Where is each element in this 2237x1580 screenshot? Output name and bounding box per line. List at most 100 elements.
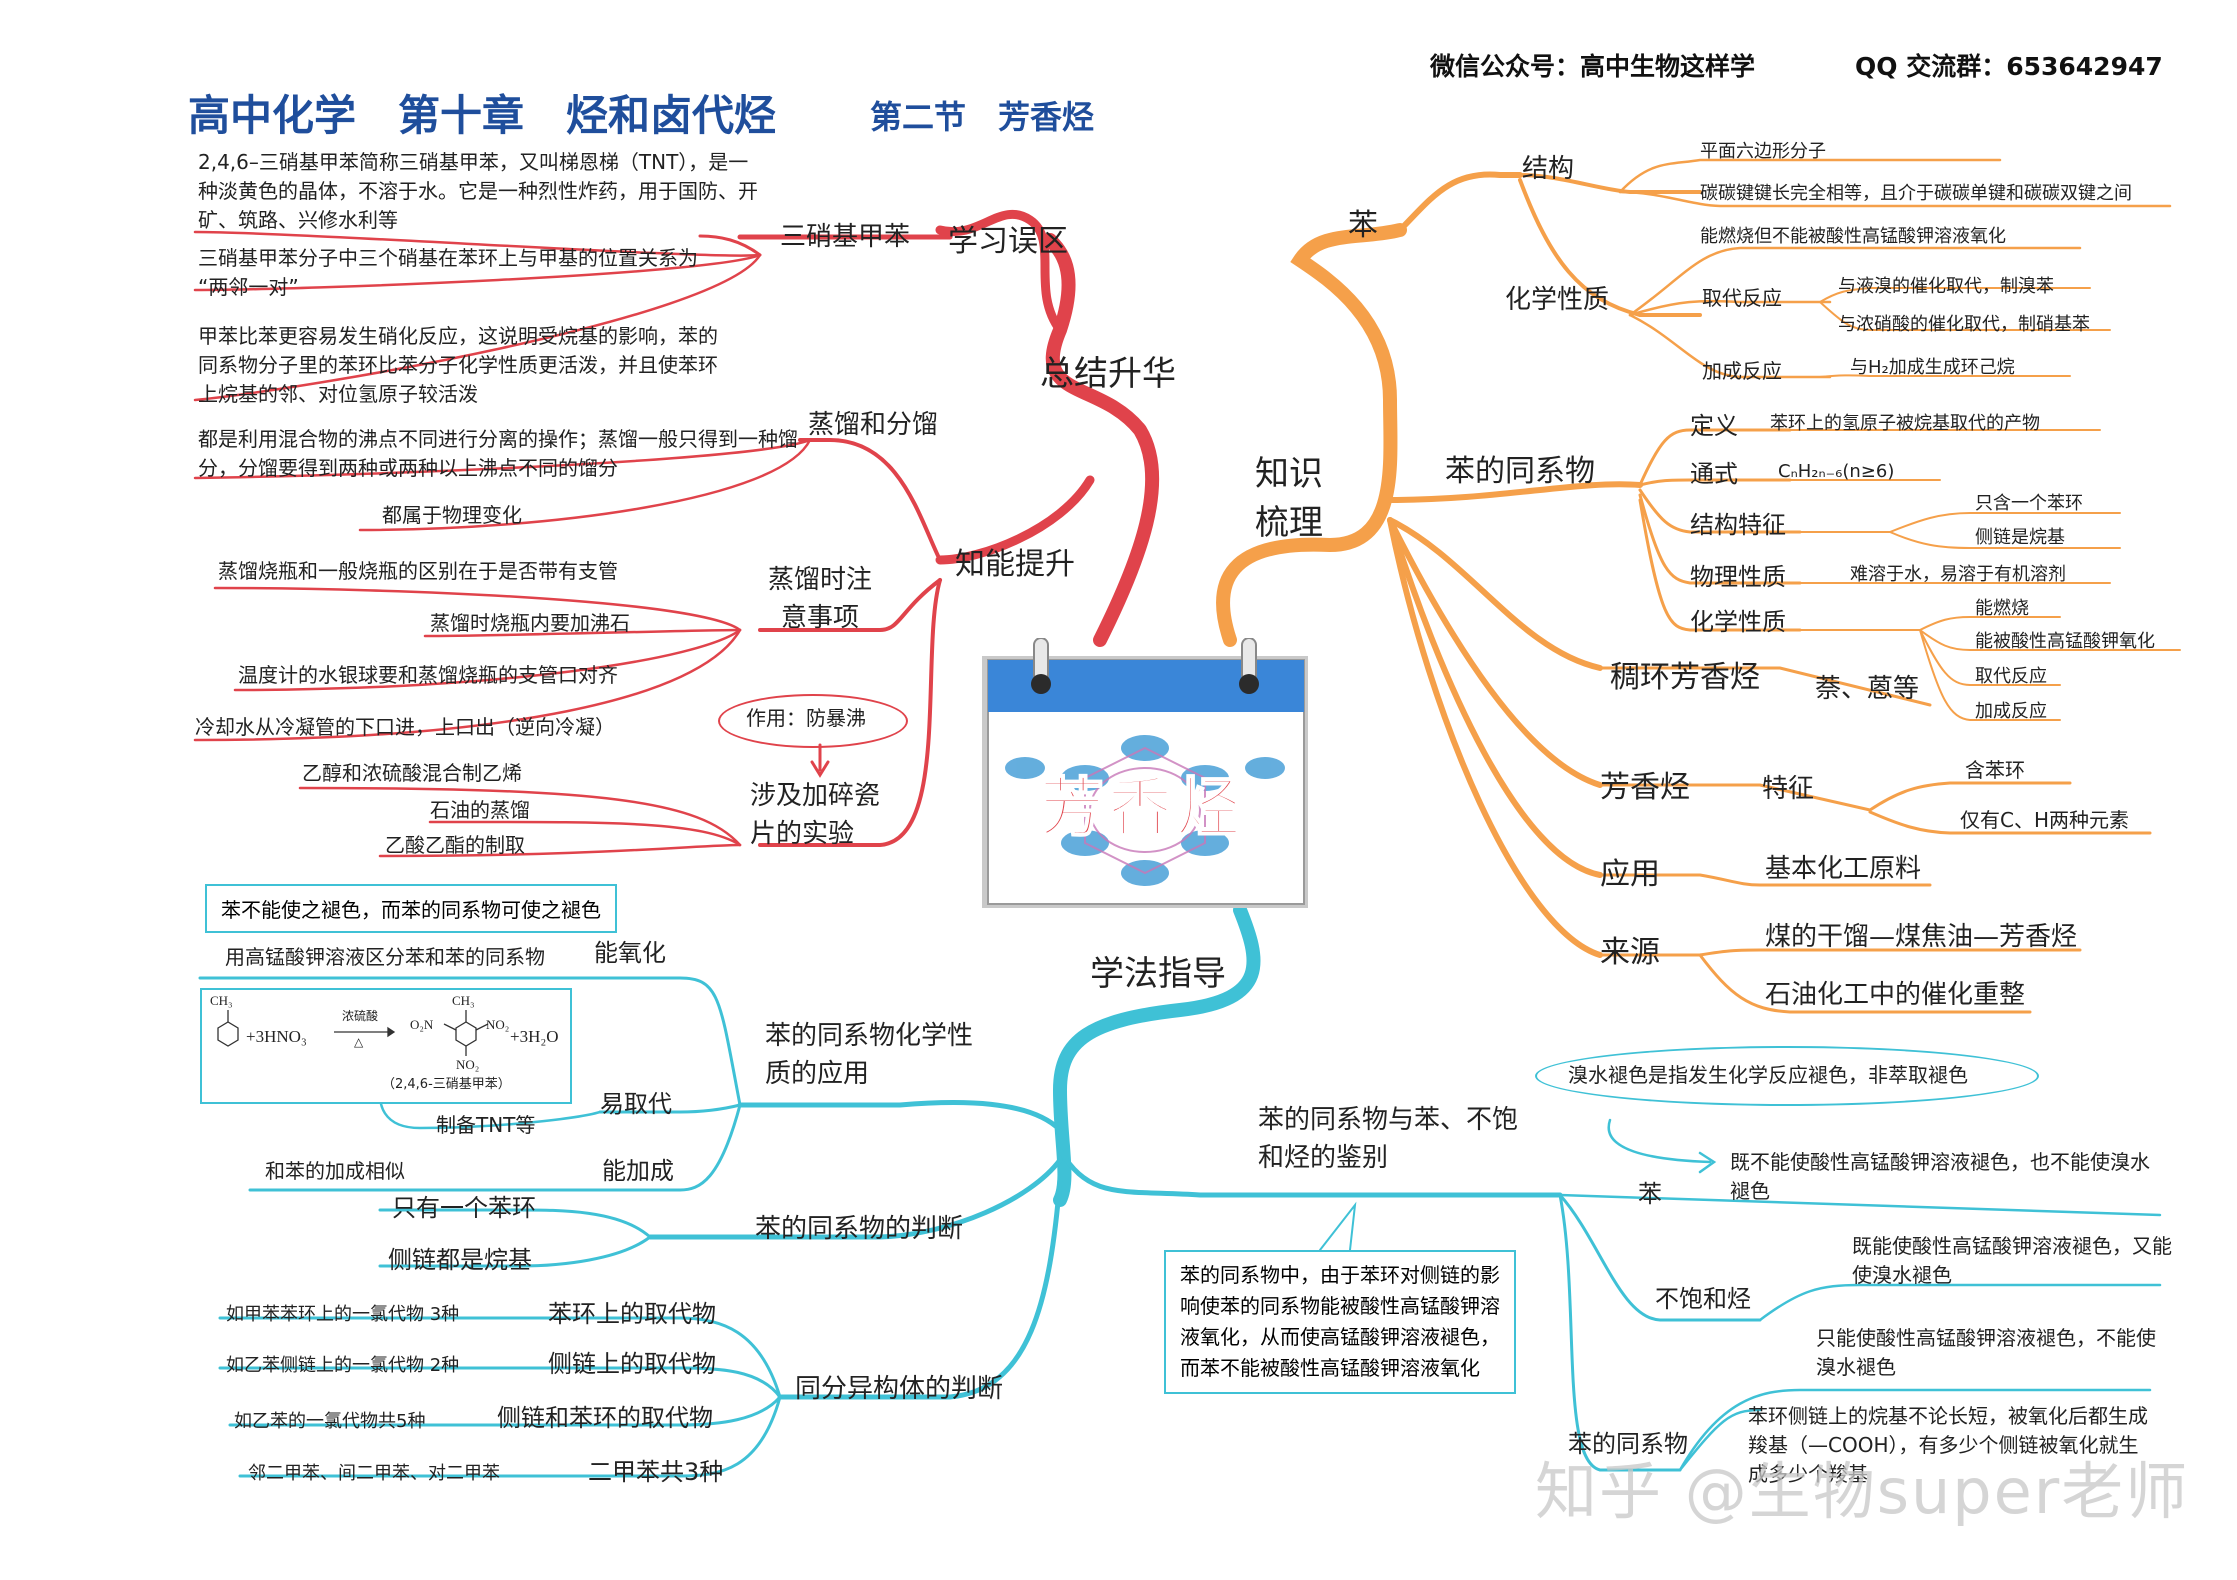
- eq-ch3-left: CH₃: [210, 993, 233, 1008]
- care-note-3: 温度计的水银球要和蒸馏烧瓶的支管口对齐: [238, 663, 618, 687]
- identify-benzene-note: 既不能使酸性高锰酸钾溶液褪色，也不能使溴水褪色: [1730, 1150, 2150, 1203]
- homolog-phys: 难溶于水，易溶于有机溶剂: [1850, 564, 2066, 585]
- homolog-formula: CₙH₂ₙ₋₆(n≥6): [1778, 461, 1895, 482]
- eq-no2-bottom: NO₂: [456, 1057, 480, 1072]
- watermark: 知乎 @生物super老师: [1535, 1455, 2190, 1528]
- node-benzene-structure: 结构: [1522, 154, 1575, 184]
- homolog-chem-2: 能被酸性高锰酸钾氧化: [1975, 631, 2155, 652]
- benzene-sub-1: 与液溴的催化取代，制溴苯: [1838, 276, 2054, 297]
- homolog-chem-3: 取代反应: [1975, 666, 2047, 687]
- eq-cond-top: 浓硫酸: [342, 1009, 379, 1023]
- care-note-2: 蒸馏时烧瓶内要加沸石: [430, 611, 630, 635]
- node-benzene-add: 加成反应: [1702, 359, 1782, 383]
- identify-homolog-note-1: 只能使酸性高锰酸钾溶液褪色，不能使溴水褪色: [1816, 1326, 2156, 1379]
- equation-drawing: [217, 1010, 489, 1056]
- node-chips: 涉及加碎瓷片的实验: [750, 781, 881, 849]
- homolog-chem-label: 化学性质: [1690, 608, 1786, 636]
- node-aromatic: 芳香烃: [1600, 770, 1690, 805]
- homolog-feature-label: 结构特征: [1690, 511, 1786, 539]
- center-title: 芳香烃: [1039, 771, 1244, 847]
- chips-item-3: 乙酸乙酯的制取: [385, 833, 525, 857]
- isomer-4-label: 二甲苯共3种: [588, 1458, 724, 1486]
- aromatic-feature: 特征: [1762, 774, 1815, 804]
- identify-homolog-note-2: 苯环侧链上的烷基不论长短，被氧化后都生成羧基（—COOH），有多少个侧链被氧化就…: [1748, 1404, 2148, 1486]
- node-identify: 苯的同系物与苯、不饱和烃的鉴别: [1258, 1105, 1519, 1173]
- isomer-2-note: 如乙苯侧链上的一氯代物 2种: [226, 1355, 460, 1376]
- node-distill: 蒸馏和分馏: [808, 410, 939, 440]
- eq-cond-bot: △: [354, 1035, 364, 1049]
- distill-note-2: 都属于物理变化: [382, 503, 522, 527]
- node-improve: 知能提升: [955, 547, 1075, 582]
- node-benzene: 苯: [1348, 208, 1378, 243]
- identify-homolog: 苯的同系物: [1568, 1430, 1688, 1458]
- isomer-1-label: 苯环上的取代物: [548, 1300, 716, 1328]
- judge-2: 侧链都是烷基: [388, 1246, 532, 1274]
- node-source: 来源: [1600, 935, 1660, 970]
- node-isomer: 同分异构体的判断: [795, 1374, 1004, 1404]
- wechat-label: 微信公众号：高中生物这样学: [1430, 52, 1756, 81]
- node-benzene-chem: 化学性质: [1505, 285, 1610, 315]
- oxidize-note: 用高锰酸钾溶液区分苯和苯的同系物: [225, 945, 545, 969]
- addition-note: 和苯的加成相似: [265, 1159, 405, 1183]
- benzene-add-1: 与H₂加成生成环己烷: [1850, 357, 2015, 378]
- source-1: 煤的干馏—煤焦油—芳香烃: [1765, 922, 2078, 952]
- care-note-4: 冷却水从冷凝管的下口进，上口出（逆向冷凝）: [195, 715, 615, 739]
- node-app: 苯的同系物化学性质的应用: [765, 1021, 974, 1089]
- qq-group-label: QQ 交流群：653642947: [1855, 52, 2163, 81]
- center-card: 芳香烃: [980, 637, 1310, 910]
- aromatic-feature-1: 含苯环: [1965, 758, 2025, 782]
- node-oxidize: 能氧化: [594, 939, 666, 967]
- eq-rhs: +3H₂O: [510, 1027, 559, 1046]
- node-use: 应用: [1600, 857, 1660, 892]
- calendar-icon: [982, 637, 1308, 908]
- benzene-burn: 能燃烧但不能被酸性高锰酸钾溶液氧化: [1700, 226, 2006, 247]
- homolog-def-label: 定义: [1690, 412, 1738, 440]
- bromine-note: 溴水褪色是指发生化学反应褪色，非萃取褪色: [1568, 1063, 1968, 1087]
- tnt-equation: CH₃ +3HNO₃ 浓硫酸 △ CH₃ O₂N NO₂ NO₂ +3H₂O （…: [200, 988, 572, 1104]
- isomer-4-note: 邻二甲苯、间二甲苯、对二甲苯: [248, 1463, 500, 1484]
- tnt-note-3: 甲苯比苯更容易发生硝化反应，这说明受烷基的影响，苯的同系物分子里的苯环比苯分子化…: [198, 324, 718, 406]
- use-value: 基本化工原料: [1765, 854, 1922, 884]
- homolog-feature-1: 只含一个苯环: [1975, 493, 2083, 514]
- isomer-1-note: 如甲苯苯环上的一氯代物 3种: [226, 1304, 460, 1325]
- homolog-def: 苯环上的氢原子被烷基取代的产物: [1770, 413, 2040, 434]
- page-subtitle: 第二节 芳香烃: [870, 98, 1095, 136]
- eq-ch3-right: CH₃: [452, 993, 475, 1008]
- isomer-3-note: 如乙苯的一氯代物共5种: [234, 1411, 426, 1432]
- tnt-note-2: 三硝基甲苯分子中三个硝基在苯环上与甲基的位置关系为 “两邻一对”: [198, 246, 698, 299]
- eq-lhs: +3HNO₃: [246, 1027, 307, 1046]
- node-benzene-sub: 取代反应: [1702, 286, 1782, 310]
- substitute-note: 制备TNT等: [436, 1113, 536, 1137]
- isomer-3-label: 侧链和苯环的取代物: [497, 1404, 713, 1432]
- identify-unsat: 不饱和烃: [1655, 1285, 1751, 1313]
- node-care: 蒸馏时注意事项: [767, 565, 872, 633]
- oxidation-callout: 苯的同系物中，由于苯环对侧链的影响使苯的同系物能被酸性高锰酸钾溶液氧化，从而使高…: [1164, 1250, 1516, 1394]
- eq-product-name: （2,4,6-三硝基甲苯）: [382, 1077, 511, 1092]
- isomer-2-label: 侧链上的取代物: [548, 1350, 716, 1378]
- chips-item-2: 石油的蒸馏: [430, 798, 530, 822]
- node-homologs: 苯的同系物: [1445, 454, 1595, 489]
- distill-note-1: 都是利用混合物的沸点不同进行分离的操作；蒸馏一般只得到一种馏分，分馏要得到两种或…: [198, 427, 798, 480]
- node-addition: 能加成: [602, 1157, 674, 1185]
- node-judge: 苯的同系物的判断: [755, 1214, 964, 1244]
- judge-1: 只有一个苯环: [392, 1194, 536, 1222]
- benzene-structure-1: 平面六边形分子: [1700, 141, 1826, 162]
- homolog-formula-label: 通式: [1690, 460, 1738, 488]
- eq-o2n: O₂N: [410, 1017, 434, 1032]
- tnt-note-1: 2,4,6–三硝基甲苯简称三硝基甲苯，又叫梯恩梯（TNT），是一种淡黄色的晶体，…: [198, 150, 758, 232]
- node-mistakes: 学习误区: [948, 224, 1068, 259]
- page-title: 高中化学 第十章 烃和卤代烃: [188, 91, 777, 140]
- homolog-chem-4: 加成反应: [1975, 701, 2047, 722]
- bromine-bubble: [1535, 1046, 2039, 1106]
- purpose-oval: [718, 694, 908, 748]
- node-tnt: 三硝基甲苯: [780, 222, 911, 252]
- identify-unsat-note: 既能使酸性高锰酸钾溶液褪色，又能使溴水褪色: [1852, 1234, 2172, 1287]
- branch-method: 学法指导: [1090, 954, 1226, 994]
- eq-no2-right: NO₂: [486, 1017, 510, 1032]
- identify-benzene: 苯: [1638, 1180, 1662, 1208]
- node-fused: 稠环芳香烃: [1610, 660, 1760, 695]
- fused-value: 萘、蒽等: [1815, 674, 1920, 704]
- aromatic-feature-2: 仅有C、H两种元素: [1960, 808, 2130, 832]
